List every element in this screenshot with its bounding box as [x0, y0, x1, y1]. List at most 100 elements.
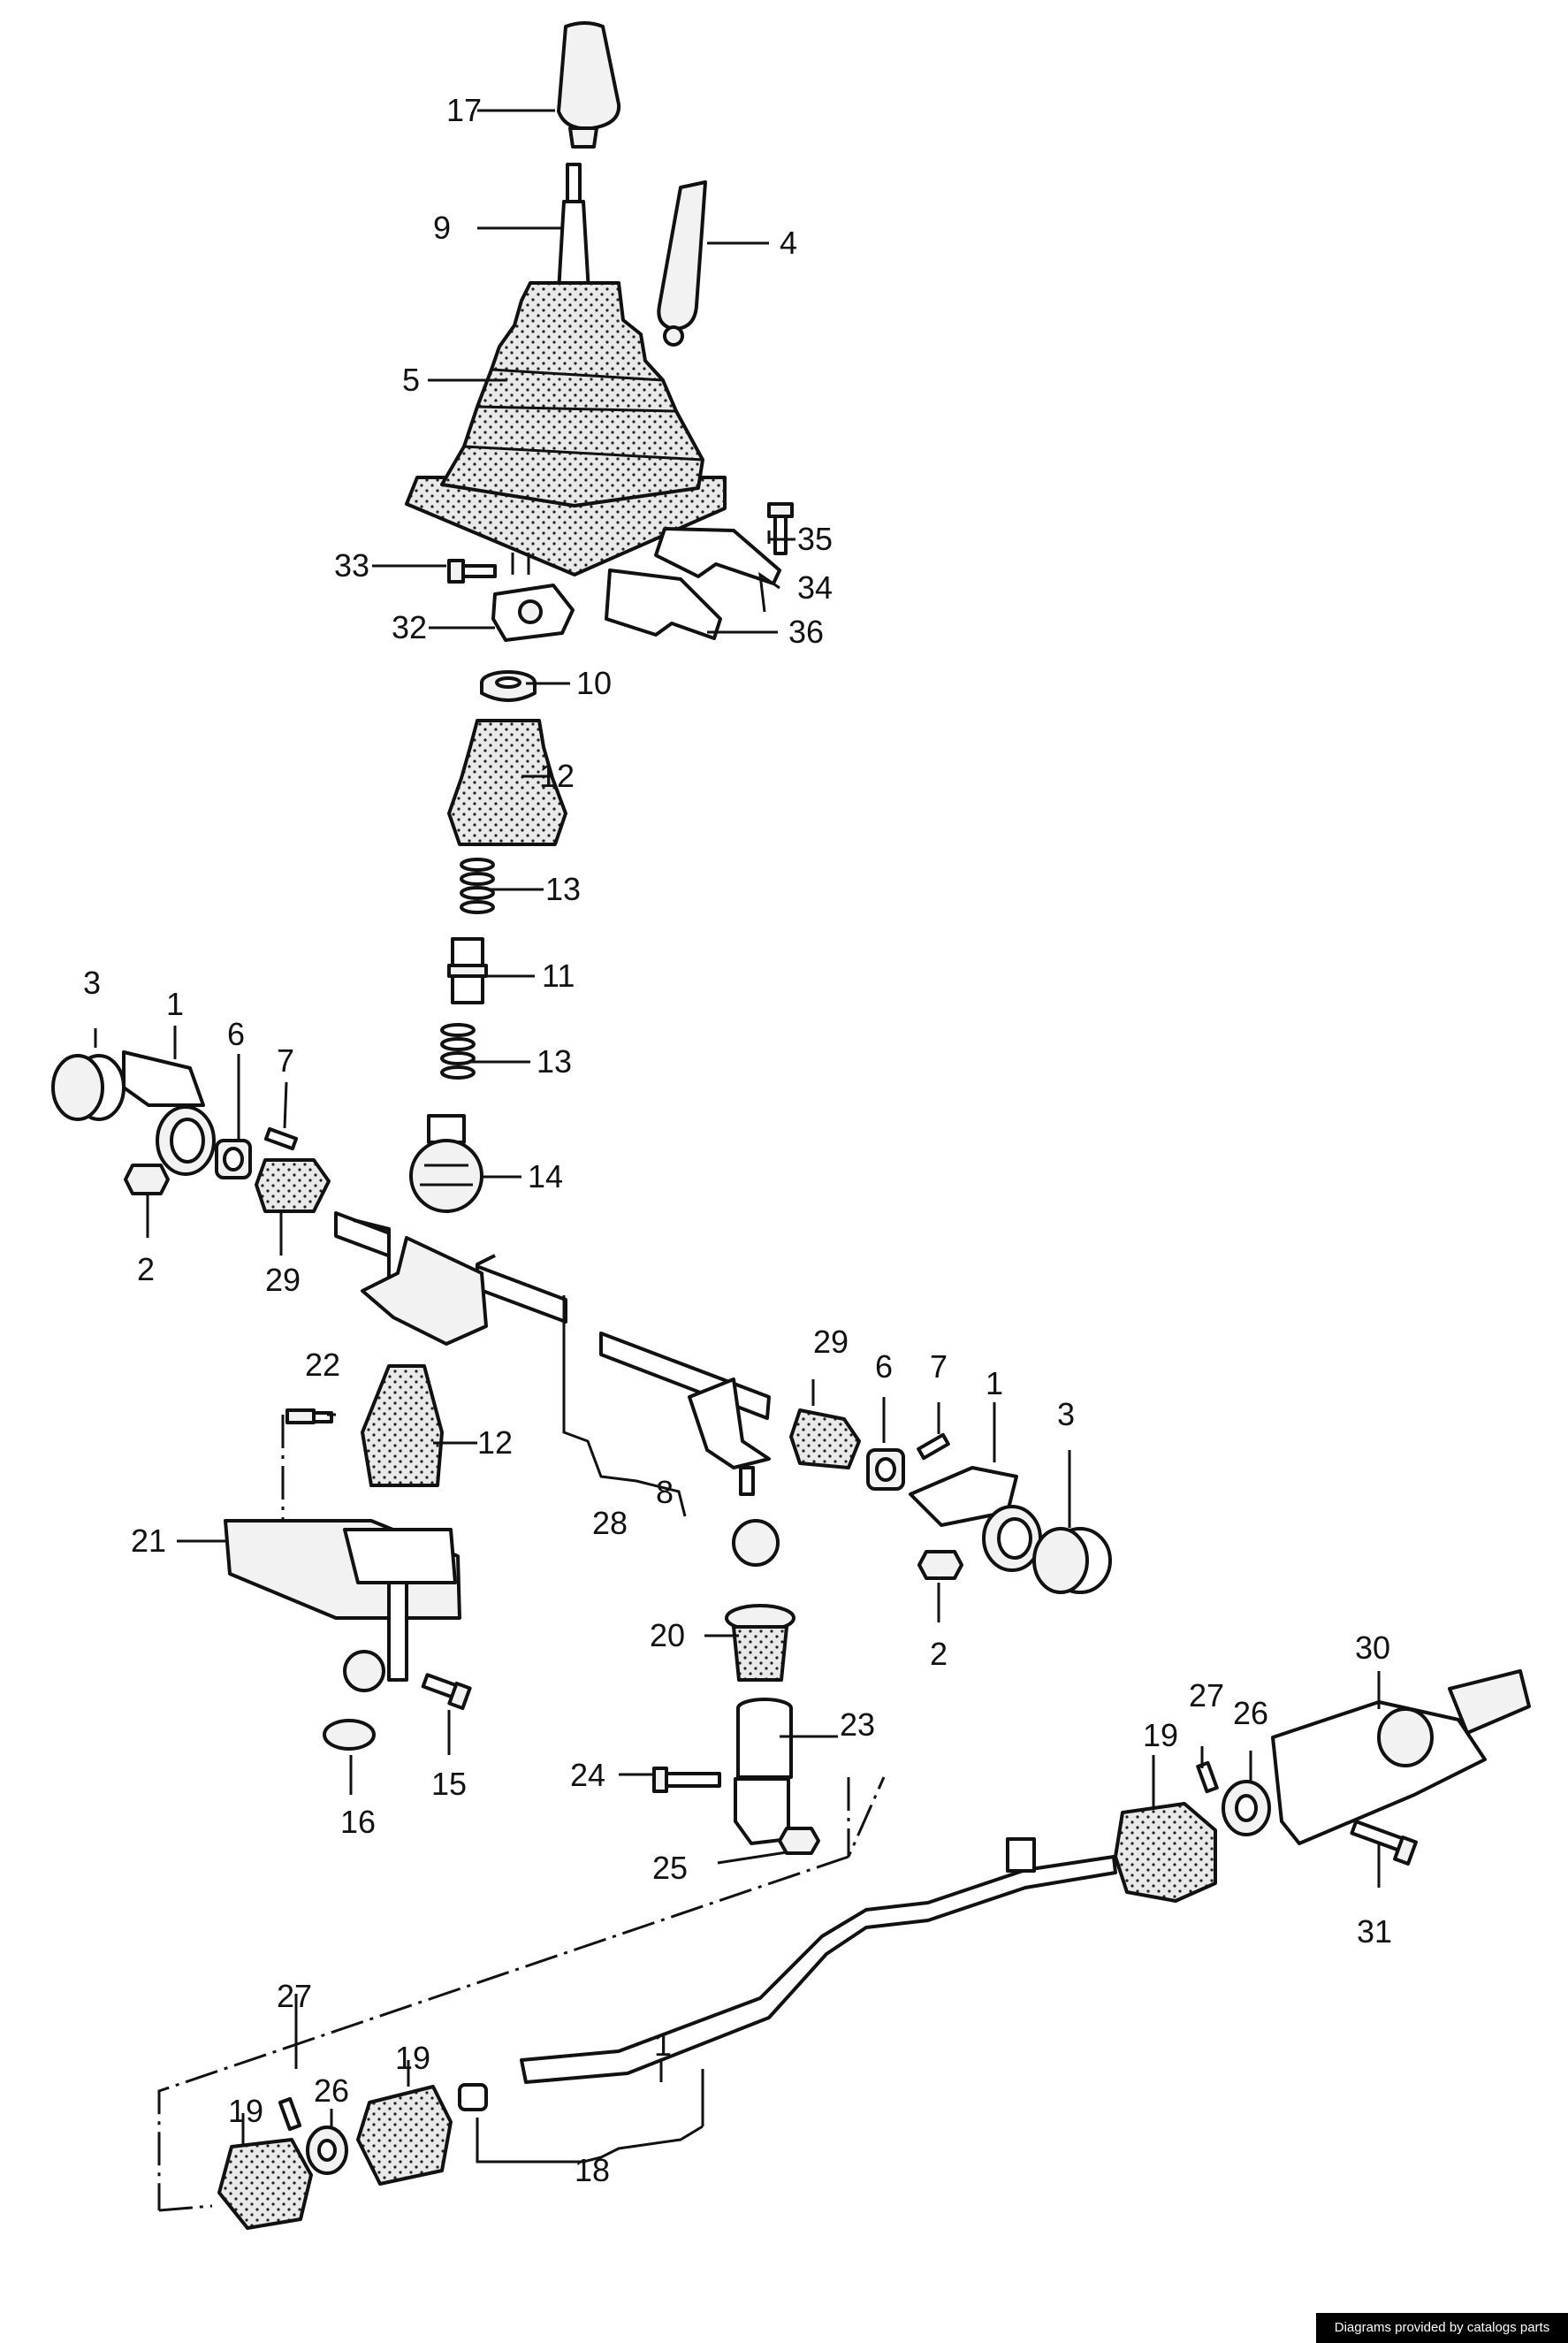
callout-10: 10 — [576, 665, 612, 701]
callout-20: 20 — [650, 1617, 685, 1653]
callout-25: 25 — [652, 1850, 688, 1886]
selector-rod-18[interactable] — [520, 1837, 1117, 2084]
gear-knob[interactable] — [557, 21, 621, 149]
callout-22: 22 — [305, 1347, 340, 1383]
callout-24: 24 — [570, 1757, 605, 1793]
callout-12-lower: 12 — [477, 1424, 513, 1461]
callout-31: 31 — [1357, 1913, 1392, 1950]
callout-3-right: 3 — [1057, 1396, 1075, 1432]
bush-6-right[interactable] — [866, 1448, 905, 1491]
boot-19-bottom-left[interactable] — [217, 2138, 313, 2230]
callout-13-lower: 13 — [537, 1043, 572, 1080]
callout-15: 15 — [431, 1766, 467, 1802]
leader-lines — [94, 109, 1381, 2164]
lever-bracket[interactable] — [361, 1236, 488, 1346]
callout-27-right: 27 — [1189, 1677, 1224, 1713]
housing-21[interactable] — [224, 1519, 461, 1620]
plate-30[interactable] — [1271, 1669, 1531, 1845]
shift-lever[interactable] — [557, 163, 590, 294]
bush-26-bottom[interactable] — [306, 2125, 348, 2175]
bearing-bracket-1-right[interactable] — [909, 1466, 1042, 1572]
callout-5: 5 — [402, 362, 420, 398]
callout-32: 32 — [392, 609, 427, 645]
bush-26-right[interactable] — [1222, 1780, 1271, 1836]
spring-13-lower[interactable] — [440, 1023, 476, 1080]
selector-arm[interactable] — [688, 1378, 771, 1496]
callout-13-upper: 13 — [545, 871, 581, 907]
callout-3-left: 3 — [83, 965, 101, 1001]
callout-19-right: 19 — [1143, 1717, 1178, 1753]
lever-lower-end[interactable] — [343, 1581, 408, 1692]
callout-6-right: 6 — [875, 1348, 893, 1385]
callout-17: 17 — [446, 92, 482, 128]
bush-20[interactable] — [725, 1604, 795, 1682]
callout-36: 36 — [788, 614, 824, 650]
callout-18: 18 — [575, 2152, 610, 2188]
nut-2-left[interactable] — [124, 1164, 170, 1195]
bracket-lower[interactable] — [605, 569, 722, 640]
callout-1-rod: 1 — [654, 2026, 672, 2063]
callout-7-right: 7 — [930, 1348, 948, 1385]
callout-9: 9 — [433, 210, 451, 246]
callout-14: 14 — [528, 1158, 563, 1194]
pin-27-bottom[interactable] — [278, 2096, 302, 2132]
boot-19-right[interactable] — [1114, 1802, 1217, 1903]
pin-7-right[interactable] — [917, 1432, 950, 1461]
callout-26-bottom: 26 — [314, 2072, 349, 2109]
spring-13-upper[interactable] — [460, 858, 495, 914]
dash-lines — [157, 530, 886, 2212]
callout-16: 16 — [340, 1804, 376, 1840]
footer-credit: Diagrams provided by catalogs parts — [1316, 2313, 1568, 2343]
callout-27-bottom: 27 — [277, 1978, 312, 2014]
bolt-22[interactable] — [285, 1408, 333, 1424]
boot-19-bottom-mid[interactable] — [356, 2085, 453, 2186]
clamp-32[interactable] — [491, 584, 575, 642]
callout-6-left: 6 — [227, 1016, 245, 1052]
nut-2-right[interactable] — [917, 1550, 963, 1580]
boot-12-upper[interactable] — [447, 719, 567, 846]
bush-29-left[interactable] — [255, 1158, 331, 1213]
pin-11[interactable] — [447, 937, 488, 1004]
bracket-upper[interactable] — [654, 527, 781, 585]
pin-27-right[interactable] — [1196, 1760, 1219, 1794]
bush-10[interactable] — [480, 670, 537, 702]
bolt-33[interactable] — [447, 559, 497, 584]
callout-33: 33 — [334, 547, 369, 584]
cap-18-end[interactable] — [458, 2083, 488, 2111]
callout-11: 11 — [542, 958, 575, 994]
callout-30: 30 — [1355, 1629, 1390, 1666]
bearing-bracket-1-left[interactable] — [122, 1050, 216, 1176]
callout-26-right: 26 — [1233, 1695, 1268, 1731]
bush-29-right[interactable] — [789, 1408, 861, 1469]
ball-14[interactable] — [409, 1114, 483, 1213]
bearing-cup-3-right[interactable] — [1032, 1527, 1112, 1594]
callout-8: 8 — [656, 1474, 674, 1510]
ball-8[interactable] — [732, 1519, 780, 1567]
bolt-24[interactable] — [652, 1767, 721, 1793]
bearing-cup-3-left[interactable] — [51, 1054, 126, 1121]
callout-28: 28 — [592, 1505, 628, 1541]
pin-7-left[interactable] — [263, 1126, 299, 1151]
callout-2-left: 2 — [137, 1251, 155, 1287]
cap-16[interactable] — [323, 1719, 376, 1751]
bolt-35[interactable] — [767, 502, 794, 555]
callout-29-right: 29 — [813, 1324, 849, 1360]
callout-labels: 17 9 4 5 35 33 34 32 36 10 12 13 11 13 1… — [83, 92, 1392, 2188]
callout-12-upper: 12 — [539, 758, 575, 794]
lever-grip[interactable] — [657, 180, 707, 347]
nut-25[interactable] — [778, 1827, 820, 1855]
shift-boot[interactable] — [405, 281, 727, 576]
sleeve-23[interactable] — [734, 1698, 793, 1845]
callout-19-bottom-mid: 19 — [395, 2040, 430, 2076]
callout-35: 35 — [797, 521, 833, 557]
callout-7-left: 7 — [277, 1042, 294, 1079]
callout-29-left: 29 — [265, 1262, 301, 1298]
callout-34: 34 — [797, 569, 833, 606]
bolt-31[interactable] — [1350, 1820, 1418, 1866]
callout-23: 23 — [840, 1706, 875, 1743]
boot-12-lower[interactable] — [361, 1364, 444, 1487]
bolt-15[interactable] — [421, 1673, 472, 1711]
bush-6-left[interactable] — [215, 1139, 252, 1179]
callout-2-right: 2 — [930, 1636, 948, 1672]
